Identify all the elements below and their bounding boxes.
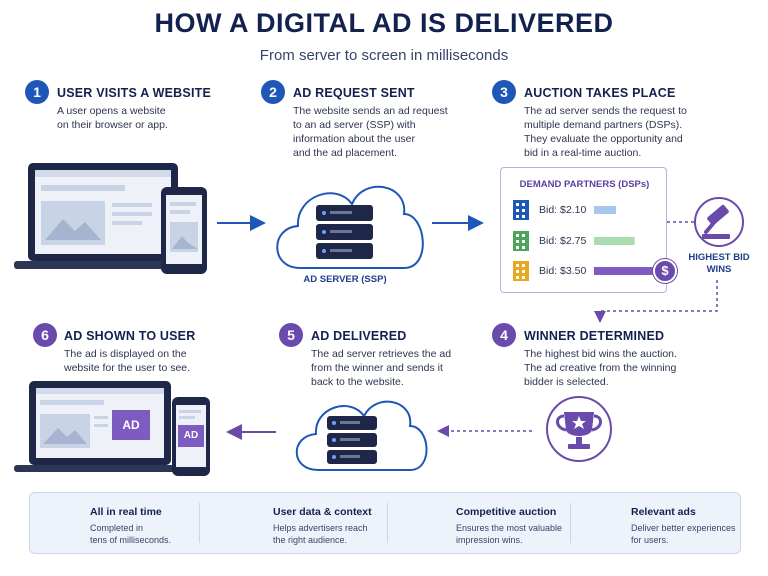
laptop-with-ad-icon <box>14 381 186 472</box>
feature-competitive-auction: Competitive auction Ensures the most val… <box>456 506 563 545</box>
features-bar <box>29 492 741 554</box>
feature-divider <box>570 503 571 543</box>
bids-chart <box>513 200 656 281</box>
demand-partners-title: DEMAND PARTNERS (DSPs) <box>519 179 650 190</box>
bid-label-3: Bid: $3.50 <box>539 265 587 277</box>
step-5-number: 5 <box>279 323 303 347</box>
bid-bar <box>594 267 656 275</box>
step-6-title: AD SHOWN TO USER <box>64 329 196 343</box>
building-icon <box>513 231 529 251</box>
step-4-title: WINNER DETERMINED <box>524 329 665 343</box>
dashed-arrow-to-step-4 <box>594 280 718 323</box>
bid-label-2: Bid: $2.75 <box>539 235 587 247</box>
gavel-icon <box>694 197 744 247</box>
step-3-number: 3 <box>492 80 516 104</box>
phone-with-ad-icon <box>172 397 210 476</box>
laptop-ad-badge: AD <box>122 418 140 432</box>
step-4-number: 4 <box>492 323 516 347</box>
step-2-number: 2 <box>261 80 285 104</box>
bid-bar <box>594 237 635 245</box>
step-5-title: AD DELIVERED <box>311 329 407 343</box>
step-4-desc: The highest bid wins the auction.The ad … <box>524 348 677 388</box>
bid-bar <box>594 206 616 214</box>
step-2-title: AD REQUEST SENT <box>293 86 415 100</box>
page-subtitle: From server to screen in milliseconds <box>259 47 509 64</box>
phone-icon <box>161 187 207 274</box>
ad-server-cloud-icon <box>276 185 424 269</box>
winner-dollar-icon: $ <box>653 259 677 283</box>
feature-user-data: User data & context Helps advertisers re… <box>273 506 372 545</box>
building-icon <box>513 200 529 220</box>
laptop-icon <box>14 163 192 269</box>
trophy-icon <box>546 396 612 462</box>
feature-divider <box>199 503 200 543</box>
page-title: HOW A DIGITAL AD IS DELIVERED <box>154 8 614 38</box>
delivery-server-cloud-icon <box>295 400 428 471</box>
bid-label-1: Bid: $2.10 <box>539 204 587 216</box>
building-icon <box>513 261 529 281</box>
demand-partners-panel: DEMAND PARTNERS (DSPs) Bid: $2.10 Bid: $… <box>500 167 677 293</box>
step-1-number: 1 <box>25 80 49 104</box>
phone-ad-badge: AD <box>183 430 199 441</box>
feature-divider <box>387 503 388 543</box>
step-6-number: 6 <box>33 323 57 347</box>
step-3-title: AUCTION TAKES PLACE <box>524 86 676 100</box>
step-1-title: USER VISITS A WEBSITE <box>57 86 211 100</box>
ad-server-label: AD SERVER (SSP) <box>303 274 387 285</box>
